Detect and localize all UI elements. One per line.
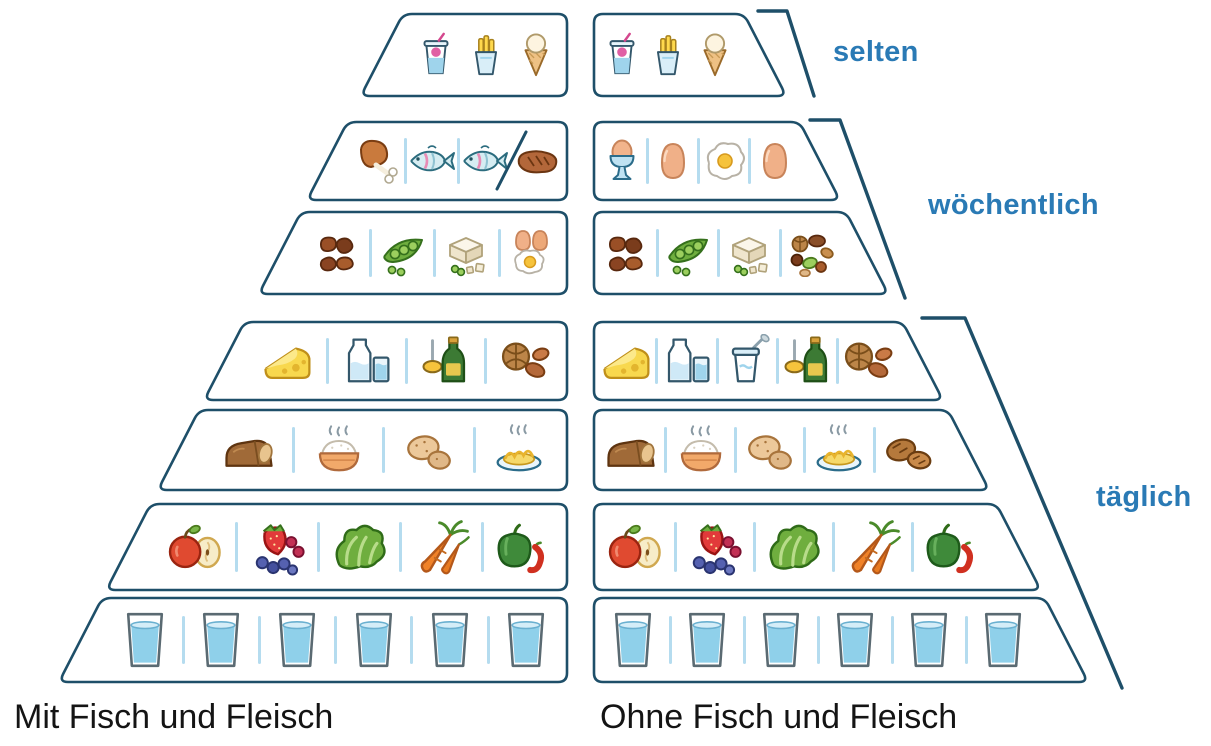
level-sweets-snacks-right-box xyxy=(592,12,785,98)
frequency-label-woechentlich: wöchentlich xyxy=(928,189,1099,221)
frequency-label-taeglich: täglich xyxy=(1096,481,1192,513)
level-meat-fish-or-eggs-left-box xyxy=(308,120,569,202)
level-fruits-vegetables-right-box xyxy=(592,502,1040,592)
level-grains-potatoes-right-box xyxy=(592,408,988,492)
caption-with-fish-and-meat: Mit Fisch und Fleisch xyxy=(14,698,334,736)
level-water-right-box xyxy=(592,596,1087,684)
level-sweets-snacks-left-box xyxy=(362,12,569,98)
level-dairy-and-oils-right-box xyxy=(592,320,942,402)
level-water-left-box xyxy=(60,596,569,684)
level-meat-fish-or-eggs-right-box xyxy=(592,120,839,202)
level-legumes-tofu-nuts-left-box xyxy=(260,210,569,296)
level-dairy-and-oils-left-box xyxy=(205,320,569,402)
level-grains-potatoes-left-box xyxy=(159,408,569,492)
level-fruits-vegetables-left-box xyxy=(107,502,569,592)
level-legumes-tofu-nuts-right-box xyxy=(592,210,887,296)
frequency-label-selten: selten xyxy=(833,36,919,68)
caption-without-fish-and-meat: Ohne Fisch und Fleisch xyxy=(600,698,958,736)
